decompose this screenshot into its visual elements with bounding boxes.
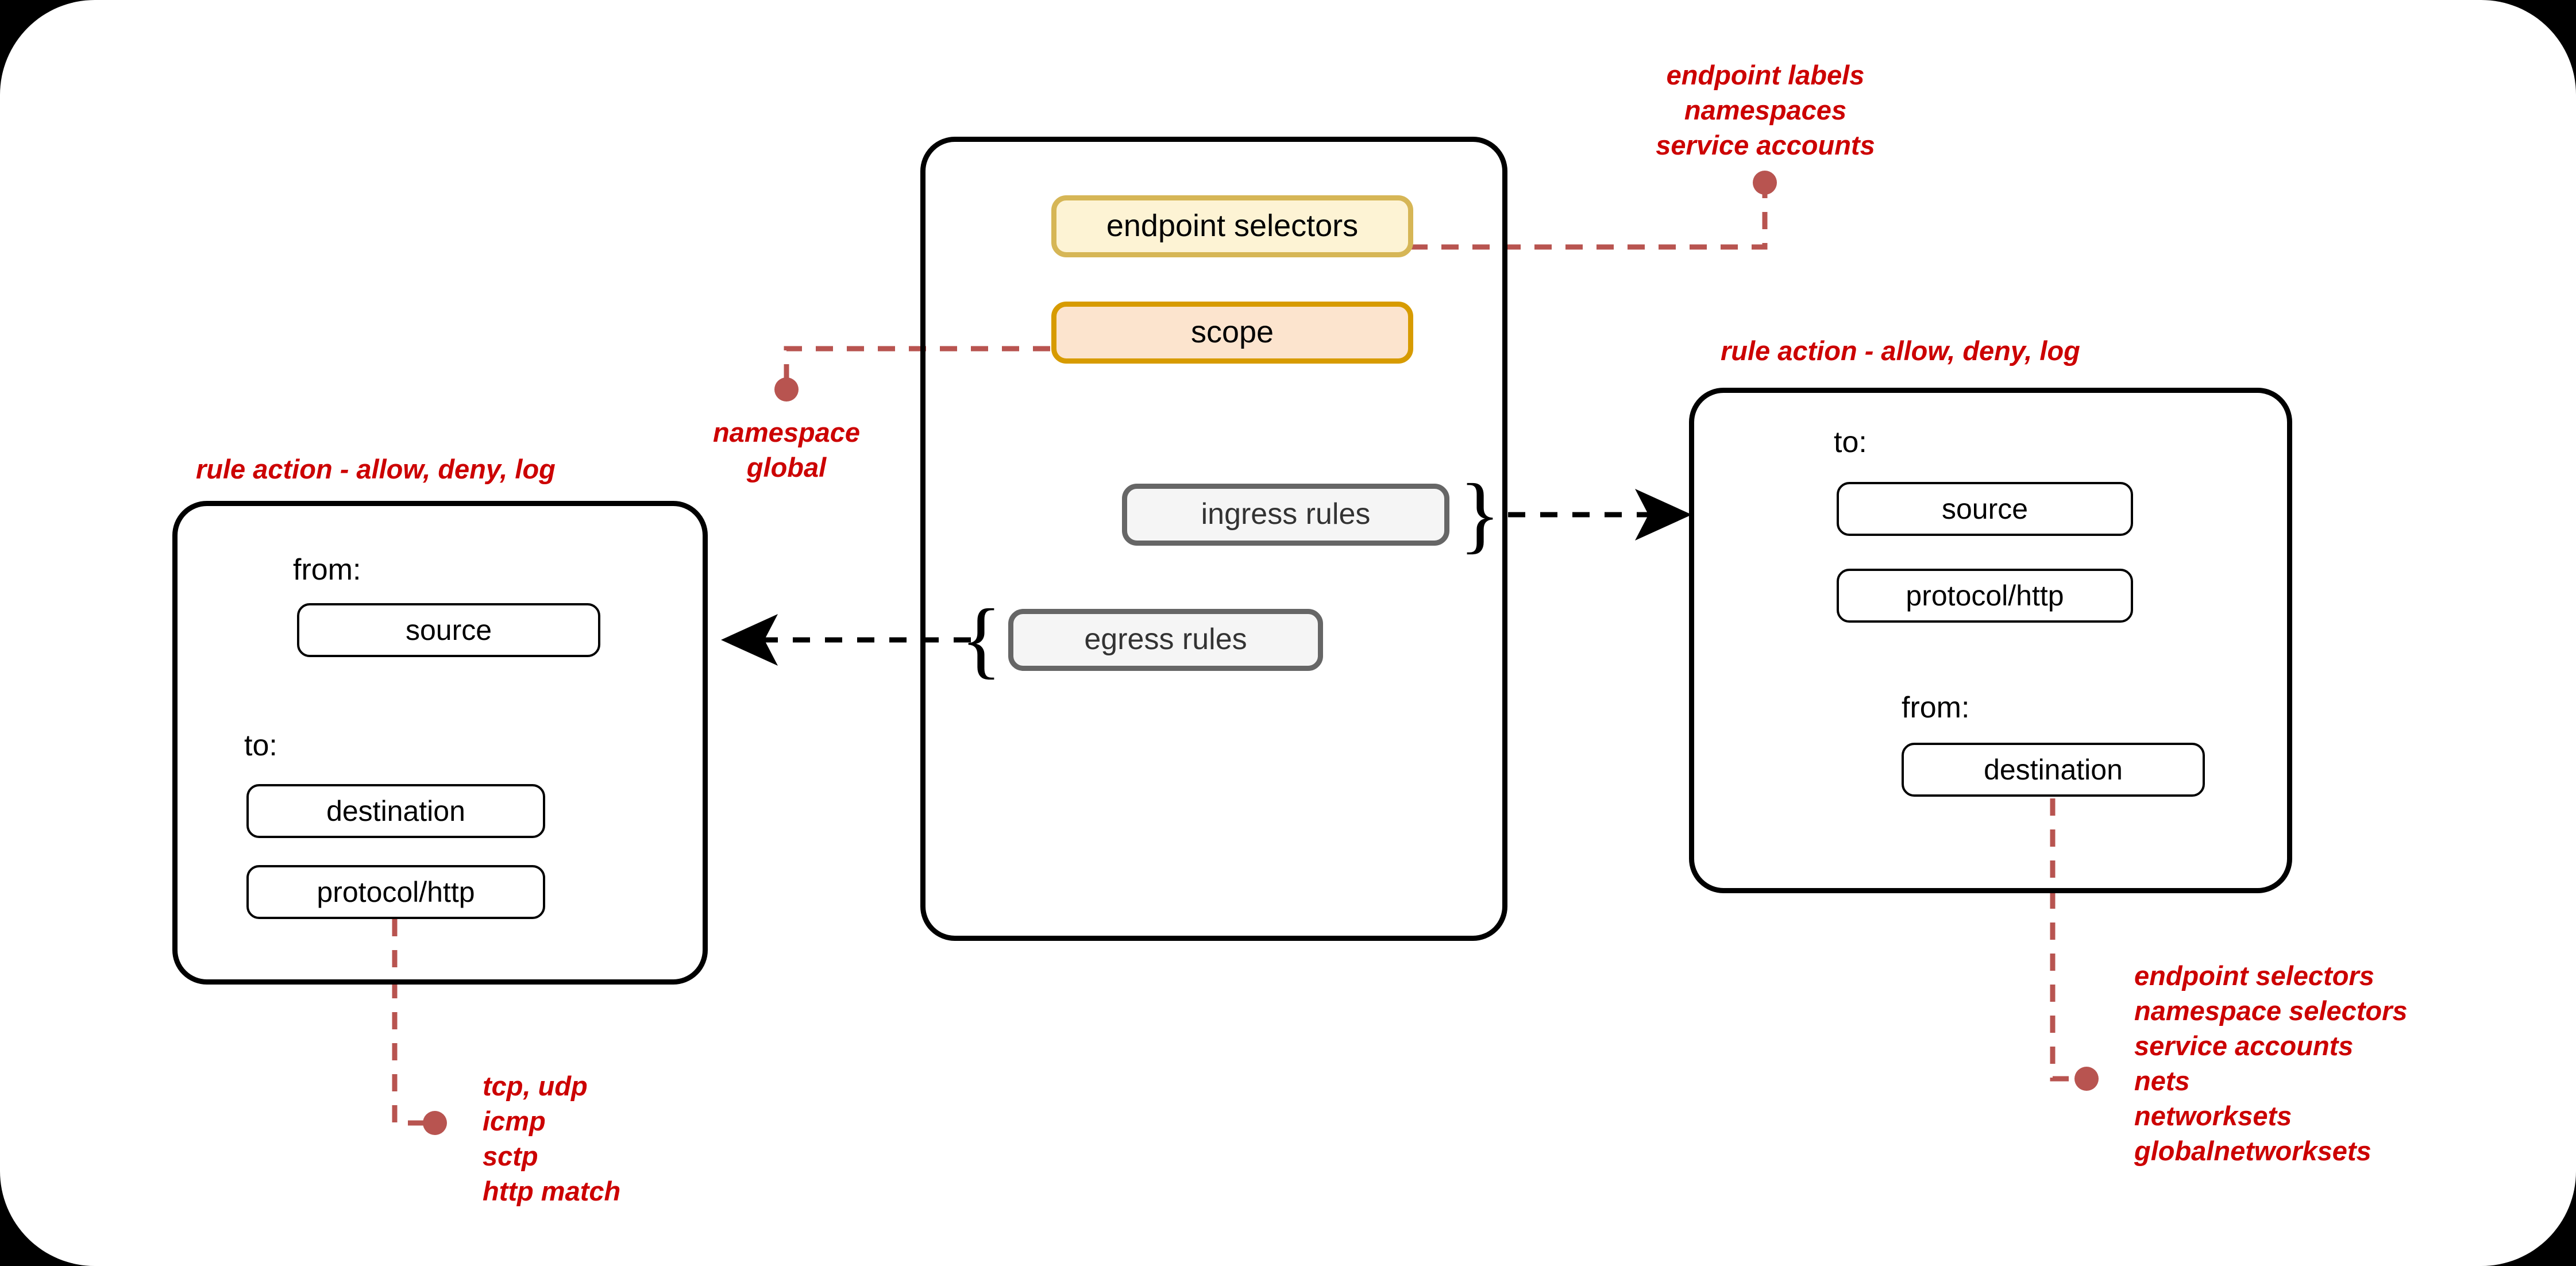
scope-note-line-1: namespace <box>712 417 861 447</box>
right-rule-container <box>1689 388 2292 893</box>
protocol-note: tcp, udp icmp sctp http match <box>483 1068 620 1209</box>
left-rule-container <box>172 501 708 985</box>
destination-note-line-4: nets <box>2134 1066 2190 1097</box>
left-destination-label: destination <box>326 794 465 827</box>
endpoint-selectors-note-line-3: service accounts <box>1656 130 1875 161</box>
left-to-label: to: <box>244 729 277 762</box>
endpoint-selectors-label: endpoint selectors <box>1106 209 1359 244</box>
left-rule-action-line: rule action - allow, deny, log <box>196 454 556 484</box>
scope-note-line-2: global <box>746 452 827 483</box>
destination-note: endpoint selectors namespace selectors s… <box>2134 958 2408 1169</box>
right-source-label: source <box>1941 492 2029 525</box>
left-destination-box[interactable]: destination <box>246 784 545 838</box>
destination-note-line-1: endpoint selectors <box>2134 960 2374 991</box>
scope-box[interactable]: scope <box>1051 302 1413 364</box>
right-protocol-box[interactable]: protocol/http <box>1837 569 2133 623</box>
left-source-label: source <box>405 613 492 646</box>
right-rule-action-line: rule action - allow, deny, log <box>1721 335 2080 366</box>
egress-rules-box[interactable]: egress rules <box>1008 609 1323 671</box>
right-destination-box[interactable]: destination <box>1902 743 2205 797</box>
endpoint-selectors-note: endpoint labels namespaces service accou… <box>1617 57 1914 163</box>
ingress-rules-label: ingress rules <box>1201 497 1371 531</box>
egress-brace-left: { <box>961 592 1002 687</box>
left-rule-action-note: rule action - allow, deny, log <box>196 451 556 487</box>
ingress-rules-box[interactable]: ingress rules <box>1122 484 1449 546</box>
endpoint-selectors-box[interactable]: endpoint selectors <box>1051 195 1413 257</box>
protocol-note-line-3: sctp <box>483 1141 538 1172</box>
right-from-label: from: <box>1902 691 1970 724</box>
endpoint-selectors-note-line-2: namespaces <box>1684 95 1847 126</box>
protocol-note-line-2: icmp <box>483 1106 546 1137</box>
destination-note-line-2: namespace selectors <box>2134 995 2408 1026</box>
destination-note-line-3: service accounts <box>2134 1030 2354 1062</box>
left-source-box[interactable]: source <box>297 603 600 657</box>
right-source-box[interactable]: source <box>1837 482 2133 536</box>
right-rule-action-note: rule action - allow, deny, log <box>1721 333 2080 368</box>
policy-container <box>920 137 1507 941</box>
left-protocol-label: protocol/http <box>317 875 475 908</box>
left-protocol-box[interactable]: protocol/http <box>246 865 545 919</box>
destination-note-line-6: globalnetworksets <box>2134 1136 2371 1167</box>
right-destination-label: destination <box>1984 753 2123 786</box>
right-protocol-label: protocol/http <box>1906 579 2064 612</box>
ingress-brace-right: } <box>1459 466 1501 562</box>
scope-note: namespace global <box>666 415 907 485</box>
destination-note-line-5: networksets <box>2134 1101 2292 1132</box>
egress-rules-label: egress rules <box>1084 623 1247 657</box>
scope-label: scope <box>1190 315 1274 350</box>
left-from-label: from: <box>293 553 361 586</box>
protocol-note-line-1: tcp, udp <box>483 1071 588 1101</box>
right-to-label: to: <box>1834 426 1867 459</box>
protocol-note-line-4: http match <box>483 1176 621 1207</box>
endpoint-selectors-note-line-1: endpoint labels <box>1666 60 1865 90</box>
